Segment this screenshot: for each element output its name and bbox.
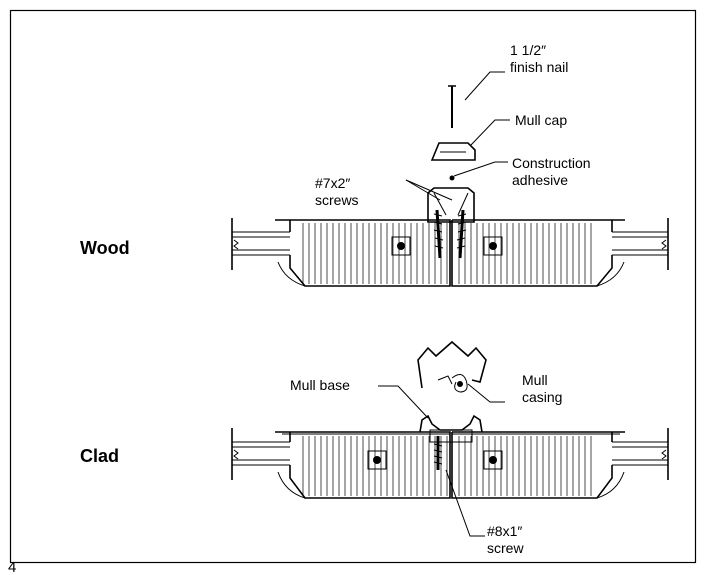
- clad-section-label: Clad: [80, 446, 119, 466]
- adhesive-label-line1: Construction: [512, 155, 591, 171]
- wood-right-unit: [451, 219, 625, 287]
- finish-nail: [448, 85, 456, 128]
- clad-mull-base: [419, 414, 483, 470]
- wood-assembly: [231, 85, 669, 287]
- clad-mull-casing: [417, 340, 487, 393]
- diagram-border: [9, 9, 697, 564]
- page-number: 4: [8, 559, 16, 575]
- nail-label-line1: 1 1/2″: [510, 42, 546, 58]
- wood-section-label: Wood: [80, 238, 130, 258]
- nail-label-line2: finish nail: [510, 59, 568, 75]
- mull-cap-label: Mull cap: [515, 112, 567, 128]
- clad-right-unit: [451, 431, 625, 499]
- wood-left-unit: [275, 219, 451, 287]
- screws-label-line2: screws: [315, 192, 359, 208]
- wood-left-wall: [231, 218, 290, 270]
- mull-base-label: Mull base: [290, 377, 350, 393]
- wood-screws: [433, 209, 467, 259]
- clad-leaders: [378, 383, 505, 537]
- screws-label-line1: #7x2″: [315, 175, 350, 191]
- adhesive-label-line2: adhesive: [512, 172, 568, 188]
- wood-mull-block: [427, 187, 475, 223]
- clad-left-unit: [275, 431, 451, 499]
- clad-right-wall: [612, 428, 669, 480]
- wood-leaders: [405, 71, 510, 201]
- clad-screw-label-line1: #8x1″: [487, 523, 522, 539]
- clad-assembly: [231, 340, 669, 499]
- casing-label-line1: Mull: [522, 372, 548, 388]
- adhesive-dot: [449, 175, 455, 181]
- casing-label-line2: casing: [522, 389, 562, 405]
- clad-screw-label-line2: screw: [487, 540, 524, 556]
- wood-right-wall: [612, 218, 669, 270]
- mull-cap-part: [430, 142, 476, 161]
- clad-left-wall: [231, 428, 290, 480]
